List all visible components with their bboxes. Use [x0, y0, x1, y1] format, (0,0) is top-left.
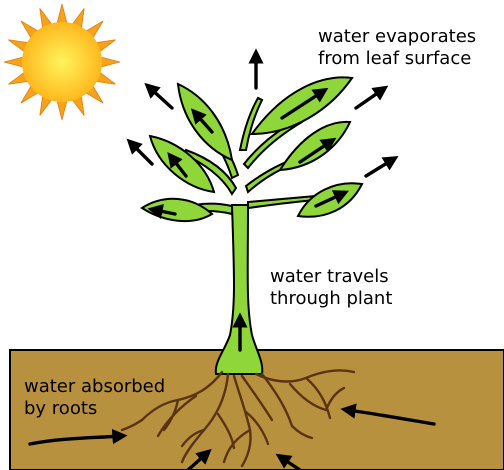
- label-evaporates-line-1: water evaporates: [318, 26, 476, 48]
- arrow-icon: [366, 160, 392, 176]
- label-evaporates: water evaporates from leaf surface: [318, 26, 476, 70]
- label-travels: water travels through plant: [270, 266, 392, 310]
- label-absorbed: water absorbed by roots: [24, 376, 165, 420]
- label-travels-line-1: water travels: [270, 266, 392, 288]
- label-absorbed-line-1: water absorbed: [24, 376, 165, 398]
- label-evaporates-line-2: from leaf surface: [318, 48, 476, 70]
- label-absorbed-line-2: by roots: [24, 398, 165, 420]
- arrow-icon: [150, 88, 172, 108]
- sun-icon: [4, 4, 120, 120]
- sun-ray: [57, 100, 67, 120]
- arrow-icon: [356, 90, 382, 108]
- arrow-icon: [132, 144, 152, 164]
- sun-ray: [4, 57, 24, 67]
- plant: [142, 77, 362, 374]
- sun-ray: [57, 4, 67, 24]
- label-travels-line-2: through plant: [270, 288, 392, 310]
- sun-ray: [100, 57, 120, 67]
- leaf-left-lower: [142, 199, 212, 221]
